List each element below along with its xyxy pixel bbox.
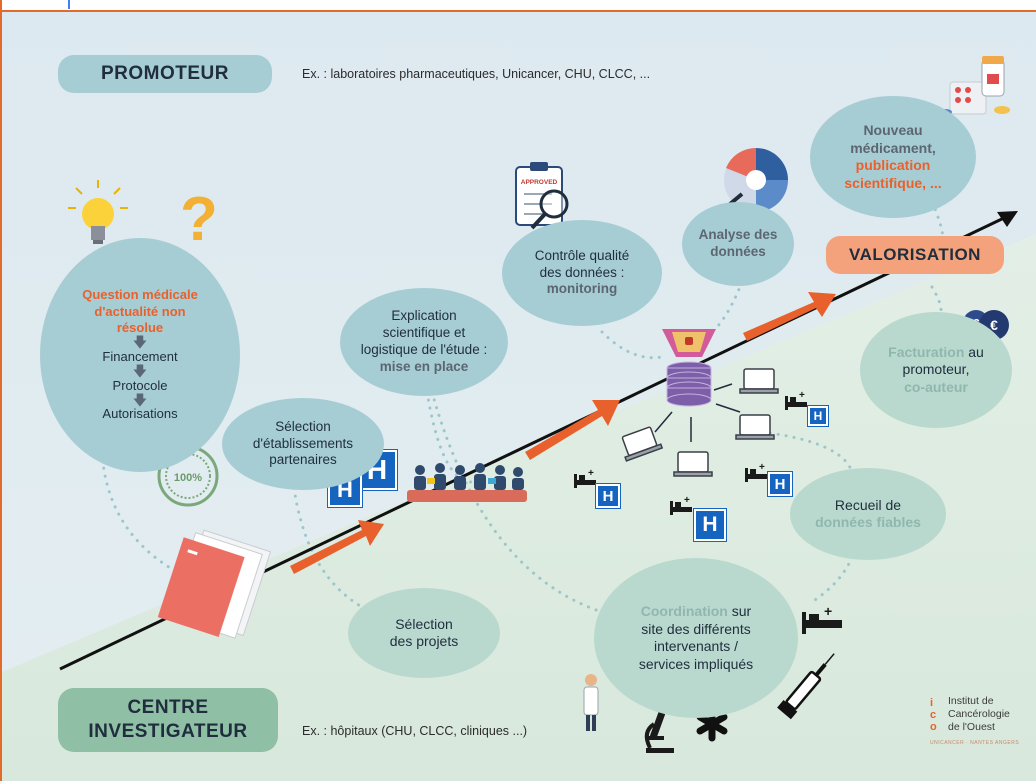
controle-line2: des données : [539, 264, 625, 280]
coordination-line4: services impliqués [638, 655, 754, 672]
hospital-icon: H [694, 509, 726, 541]
left-border [0, 0, 2, 781]
pills-icon [940, 56, 1010, 115]
step-autorisations: Autorisations [102, 406, 178, 422]
laptop-icon [621, 368, 779, 477]
nouveau-line4: scientifique, ... [844, 174, 942, 191]
selection-projets-line2: des projets [389, 633, 459, 649]
doctor-icon [583, 674, 599, 731]
coordination-line3: intervenants / [653, 638, 739, 654]
nouveau-medicament-bubble: Nouveau médicament, publication scientif… [810, 96, 976, 218]
question-mark-icon: ? [180, 185, 218, 254]
question-bubble: Question médicale d'actualité non résolu… [40, 238, 240, 472]
explication-bubble: Explication scientifique et logistique d… [340, 288, 508, 396]
hospital-icon: H [596, 484, 620, 508]
nouveau-line2: médicament, [850, 139, 936, 156]
facturation-line1: Facturation au [888, 344, 984, 362]
question-line2: d'actualité non [94, 303, 186, 319]
svg-text:APPROVED: APPROVED [521, 179, 558, 186]
analyse-line1: Analyse des [698, 227, 778, 243]
promoteur-example: Ex. : laboratoires pharmaceutiques, Unic… [302, 67, 651, 81]
coordination-word: Coordination [640, 603, 728, 619]
valorisation-label: VALORISATION [826, 236, 1004, 274]
svg-text:+: + [684, 495, 690, 506]
svg-text:+: + [824, 603, 832, 619]
top-border [0, 10, 1036, 12]
recueil-line2: données fiables [815, 514, 921, 530]
svg-text:+: + [759, 462, 765, 473]
svg-text:100%: 100% [174, 472, 202, 484]
logo-line1: Institut de [948, 695, 994, 707]
analyse-bubble: Analyse des données [682, 202, 794, 286]
coordination-bubble: Coordination sur site des différents int… [594, 558, 798, 718]
svg-text:€: € [990, 317, 998, 333]
logo-footer: UNICANCER · NANTES ANGERS [930, 740, 1020, 747]
folder-icon [157, 529, 272, 639]
facturation-line2: promoteur, [902, 361, 970, 378]
recueil-bubble: Recueil de données fiables [790, 468, 946, 560]
explication-line1: Explication [391, 308, 457, 324]
meeting-people-icon [407, 463, 527, 502]
facturation-au: au [964, 343, 984, 360]
selection-etab-line3: partenaires [269, 452, 337, 468]
controle-line1: Contrôle qualité [534, 247, 630, 263]
selection-projets-line1: Sélection [395, 615, 453, 632]
hospital-icon: H [768, 472, 792, 496]
facturation-word: Facturation [888, 343, 965, 360]
svg-text:+: + [799, 390, 805, 401]
selection-etablissements-bubble: Sélection d'établissements partenaires [222, 398, 384, 490]
step-protocole: Protocole [112, 377, 168, 393]
lightbulb-icon [68, 180, 128, 244]
syringe-icon [777, 653, 835, 720]
selection-etab-line1: Sélection [275, 418, 331, 434]
facturation-bubble: Facturation au promoteur, co-auteur [860, 312, 1012, 428]
question-line1: Question médicale [82, 287, 198, 303]
svg-text:?: ? [180, 185, 218, 254]
question-line3: résolue [116, 319, 164, 335]
clipboard-icon: APPROVED [515, 162, 569, 230]
hospital-icon: H [808, 406, 828, 426]
explication-line2: scientifique et [382, 325, 466, 341]
logo-line2: Cancérologie [948, 708, 1010, 721]
promoteur-label: PROMOTEUR [58, 55, 272, 93]
selection-projets-bubble: Sélection des projets [348, 588, 500, 678]
coordination-line2: site des différents [641, 620, 751, 637]
step-arrow-icon: 🡇 [132, 362, 148, 379]
facturation-line3: co-auteur [904, 378, 968, 395]
microscope-icon [644, 711, 674, 753]
controle-qualite-bubble: Contrôle qualité des données : monitorin… [502, 220, 662, 326]
database-shield-icon [662, 329, 716, 407]
coordination-line1: Coordination sur [641, 603, 751, 621]
nouveau-line1: Nouveau [863, 122, 923, 138]
controle-line3: monitoring [546, 281, 618, 297]
svg-text:+: + [588, 468, 594, 479]
centre-investigateur-label: CENTRE INVESTIGATEUR [58, 688, 278, 752]
top-bar [0, 0, 1036, 12]
hospital-bed-icon: + + + + + [574, 390, 842, 634]
step-arrow-icon: 🡇 [132, 334, 148, 351]
coordination-sur: sur [727, 603, 752, 619]
target-chart-icon [716, 147, 788, 216]
centre-label-line1: CENTRE [127, 697, 209, 719]
text-cursor [68, 0, 70, 9]
centre-label-line2: INVESTIGATEUR [88, 721, 248, 742]
step-arrow-icon: 🡇 [132, 391, 148, 408]
analyse-line2: données [710, 244, 766, 259]
logo-line3: de l'Ouest [948, 721, 995, 734]
nouveau-line3: publication [855, 157, 931, 173]
recueil-line1: Recueil de [834, 496, 902, 513]
diagram-panel: ? 100% [2, 12, 1036, 781]
explication-line3: logistique de l'étude : [360, 342, 488, 357]
step-financement: Financement [102, 348, 178, 364]
centre-example: Ex. : hôpitaux (CHU, CLCC, cliniques ...… [302, 724, 528, 738]
explication-line4: mise en place [379, 358, 469, 374]
selection-etab-line2: d'établissements [252, 435, 354, 451]
